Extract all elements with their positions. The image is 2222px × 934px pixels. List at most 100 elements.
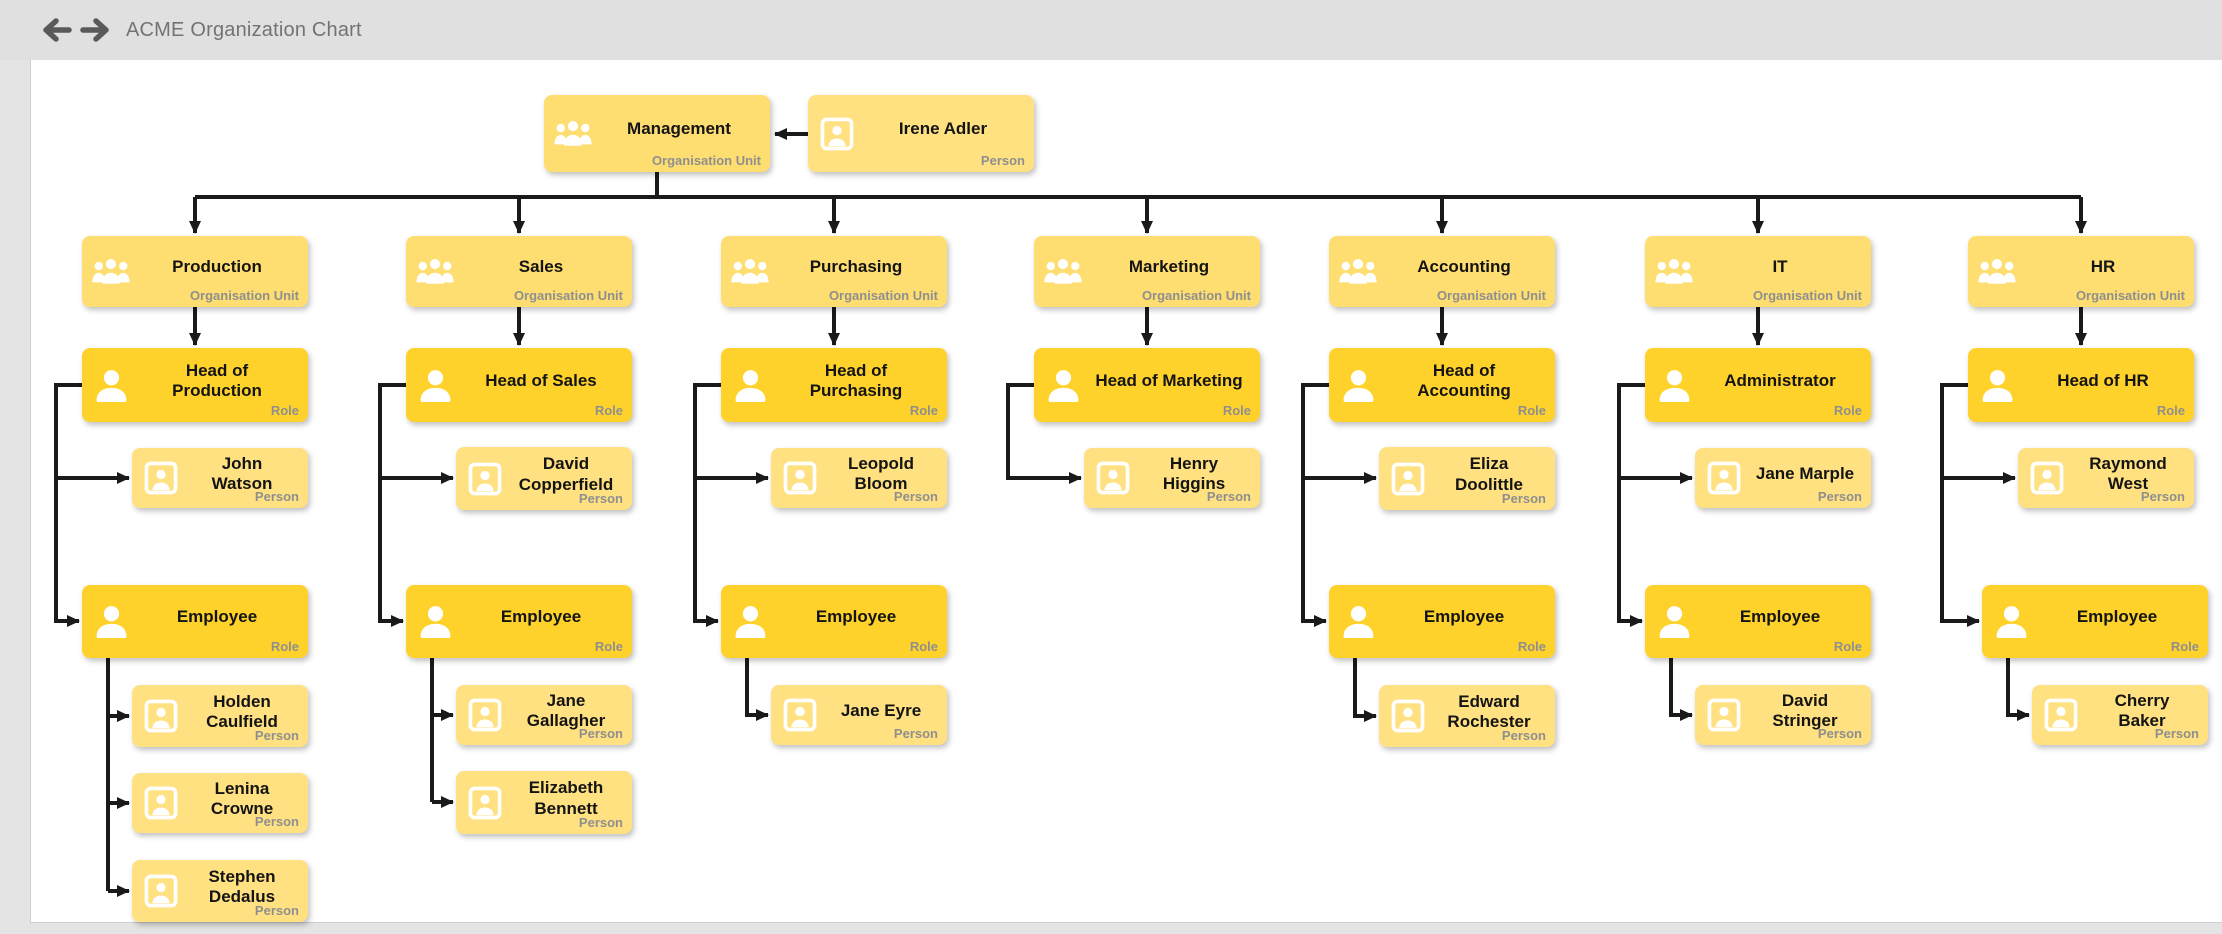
forward-arrow-icon[interactable]	[80, 15, 114, 45]
node-title: Edward Rochester	[1447, 691, 1531, 731]
node-title: Leopold Bloom	[847, 453, 915, 493]
header-bar: ACME Organization Chart	[0, 0, 2222, 60]
node-type-label: Role	[909, 639, 938, 654]
node-type-label: Person	[254, 903, 299, 918]
portrait-icon	[783, 698, 817, 732]
node-title: Lenina Crowne	[210, 778, 274, 818]
node-title: Purchasing	[809, 257, 903, 277]
org-edge	[745, 658, 769, 721]
node-title: Sales	[518, 257, 564, 277]
group-icon	[554, 120, 592, 146]
person-icon	[96, 606, 126, 638]
node-type-label: Person	[893, 489, 938, 504]
portrait-icon	[468, 786, 502, 819]
portrait-icon	[2030, 461, 2064, 495]
node-title: Head of Marketing	[1095, 370, 1243, 390]
node-title: IT	[1772, 257, 1788, 277]
org-edge	[378, 383, 406, 627]
person-icon	[1048, 369, 1078, 402]
node-type-label: Organisation Unit	[1436, 288, 1546, 303]
portrait-icon	[1707, 698, 1741, 732]
group-icon	[1339, 258, 1377, 284]
node-title: Head of Production	[172, 360, 262, 400]
person-icon	[1343, 606, 1373, 638]
group-icon	[1978, 258, 2016, 284]
person-icon	[735, 369, 765, 402]
group-icon	[416, 258, 454, 284]
back-arrow-icon[interactable]	[38, 15, 72, 45]
node-title: Production	[172, 257, 262, 277]
node-title: Employee	[2076, 607, 2158, 627]
person-icon	[96, 369, 126, 402]
org-edge	[1669, 658, 1693, 721]
node-type-label: Organisation Unit	[2075, 288, 2185, 303]
node-type-label: Person	[1817, 726, 1862, 741]
portrait-icon	[783, 461, 817, 495]
page-title: ACME Organization Chart	[126, 18, 362, 41]
node-title: Raymond West	[2089, 453, 2167, 493]
portrait-icon	[144, 699, 178, 733]
node-type-label: Person	[2154, 726, 2199, 741]
portrait-icon	[468, 698, 502, 732]
node-type-label: Organisation Unit	[513, 288, 623, 303]
person-icon	[420, 369, 450, 402]
node-title: Cherry Baker	[2114, 690, 2170, 730]
portrait-icon	[1096, 461, 1130, 495]
portrait-icon	[144, 874, 178, 908]
node-title: Head of Accounting	[1417, 360, 1511, 400]
org-edge	[1301, 383, 1329, 627]
node-type-label: Role	[1517, 403, 1546, 418]
portrait-icon	[820, 117, 854, 150]
node-type-label: Role	[909, 403, 938, 418]
node-type-label: Role	[2170, 639, 2199, 654]
node-title: Jane Gallagher	[526, 690, 606, 730]
node-type-label: Organisation Unit	[1141, 288, 1251, 303]
node-title: Administrator	[1724, 370, 1836, 390]
node-type-label: Role	[2156, 403, 2185, 418]
group-icon	[1044, 258, 1082, 284]
group-icon	[92, 258, 130, 284]
node-title: Elizabeth Bennett	[528, 778, 604, 818]
node-type-label: Person	[254, 814, 299, 829]
